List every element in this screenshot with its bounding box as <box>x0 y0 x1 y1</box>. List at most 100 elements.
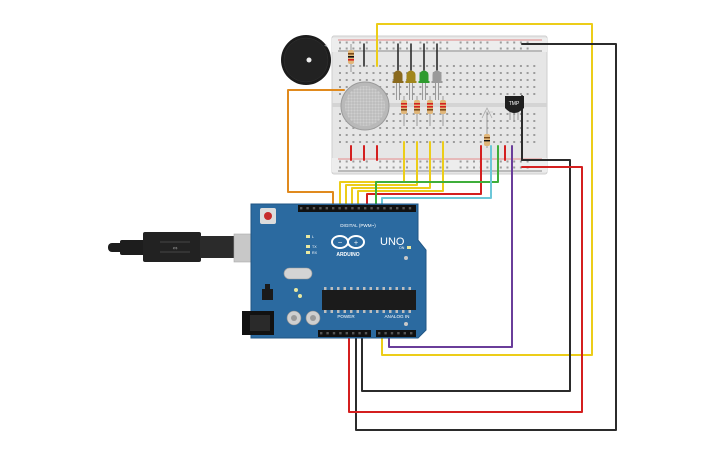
breadboard-hole <box>339 113 341 115</box>
breadboard-hole <box>385 86 388 88</box>
breadboard-hole <box>392 93 395 95</box>
wire-purple <box>388 145 513 348</box>
led-1 <box>393 70 403 82</box>
breadboard-hole <box>372 72 375 74</box>
svg-text:+: + <box>353 240 358 247</box>
breadboard-hole <box>439 93 442 95</box>
rail-hole <box>486 160 489 163</box>
breadboard-hole <box>493 86 496 88</box>
rail-hole <box>479 47 482 50</box>
breadboard-hole <box>459 65 462 67</box>
breadboard-hole <box>412 141 415 143</box>
rail-hole <box>506 160 509 163</box>
breadboard-hole <box>452 93 455 95</box>
breadboard-hole <box>479 113 482 115</box>
breadboard-hole <box>519 141 522 143</box>
resistor-band <box>440 106 446 108</box>
breadboard-hole <box>533 127 536 129</box>
rail-hole <box>473 47 475 50</box>
rail-hole <box>406 160 408 163</box>
breadboard-hole <box>399 93 402 95</box>
rail-hole <box>519 41 522 44</box>
resistor-band <box>414 106 420 108</box>
breadboard-hole <box>359 72 362 74</box>
chip-pin <box>389 310 392 313</box>
chip-pin <box>350 310 353 313</box>
header-pin <box>332 332 336 335</box>
led-rim <box>431 81 443 83</box>
model-label: UNO <box>380 236 405 248</box>
header-pin <box>397 332 400 335</box>
chip-pin <box>337 310 340 313</box>
breadboard-hole <box>459 113 462 115</box>
breadboard-hole <box>526 134 529 136</box>
breadboard-hole <box>452 86 455 88</box>
rail-hole <box>439 41 442 44</box>
breadboard-hole <box>452 134 455 136</box>
breadboard-hole <box>486 86 489 88</box>
header-pin <box>312 207 316 210</box>
header-pin <box>384 332 387 335</box>
breadboard-hole <box>519 79 522 81</box>
breadboard-hole <box>513 134 516 136</box>
header-pin <box>378 332 381 335</box>
led-2 <box>406 70 416 82</box>
breadboard-hole <box>426 127 429 129</box>
header-pin <box>300 207 303 210</box>
wire-yellow-1 <box>339 141 405 210</box>
breadboard-hole <box>432 113 435 115</box>
breadboard-hole <box>479 141 482 143</box>
chip-pin <box>395 287 398 290</box>
wire-yellow-4 <box>357 141 444 210</box>
breadboard-hole <box>419 141 422 143</box>
rail-hole <box>446 166 449 169</box>
breadboard-hole <box>533 79 536 81</box>
breadboard-hole <box>459 134 462 136</box>
breadboard-hole <box>352 127 355 129</box>
rail-hole <box>459 41 462 44</box>
rail-hole <box>519 166 522 169</box>
rail-hole <box>345 47 348 50</box>
rail-hole <box>486 47 489 50</box>
breadboard-hole <box>446 86 449 88</box>
rail-hole <box>473 160 475 163</box>
rail-hole <box>385 41 388 44</box>
breadboard-hole <box>399 141 402 143</box>
breadboard-hole <box>365 134 368 136</box>
breadboard-hole <box>399 120 402 122</box>
breadboard-hole <box>446 79 449 81</box>
rail-hole <box>526 160 529 163</box>
resistor-band <box>427 103 433 105</box>
breadboard-hole <box>452 120 455 122</box>
breadboard-hole <box>345 65 348 67</box>
breadboard-hole <box>473 72 475 74</box>
wire-green <box>375 145 499 210</box>
resistor-band <box>440 109 446 111</box>
breadboard-hole <box>466 141 469 143</box>
breadboard-hole <box>486 79 489 81</box>
rail-hole <box>432 160 435 163</box>
breadboard-hole <box>406 134 408 136</box>
svg-text:−: − <box>337 240 342 247</box>
breadboard-hole <box>526 120 529 122</box>
breadboard-hole <box>473 127 475 129</box>
breadboard-hole <box>526 127 529 129</box>
chip-pin <box>324 287 327 290</box>
arduino-uno: DIGITAL (PWM~) POWER ANALOG IN − + ARDUI… <box>242 203 427 339</box>
breadboard-hole <box>452 141 455 143</box>
header-pin <box>344 207 348 210</box>
resistor-band <box>427 106 433 108</box>
rail-hole <box>446 160 449 163</box>
breadboard-hole <box>379 134 382 136</box>
breadboard-hole <box>432 127 435 129</box>
rail-hole <box>432 41 435 44</box>
rail-hole <box>419 47 422 50</box>
rail-hole <box>392 47 395 50</box>
rail-hole <box>499 41 502 44</box>
rail-hole <box>526 47 529 50</box>
header-pin <box>351 207 354 210</box>
breadboard-hole <box>466 93 469 95</box>
chip-pin <box>343 310 346 313</box>
breadboard-hole <box>506 113 509 115</box>
breadboard-hole <box>526 113 529 115</box>
